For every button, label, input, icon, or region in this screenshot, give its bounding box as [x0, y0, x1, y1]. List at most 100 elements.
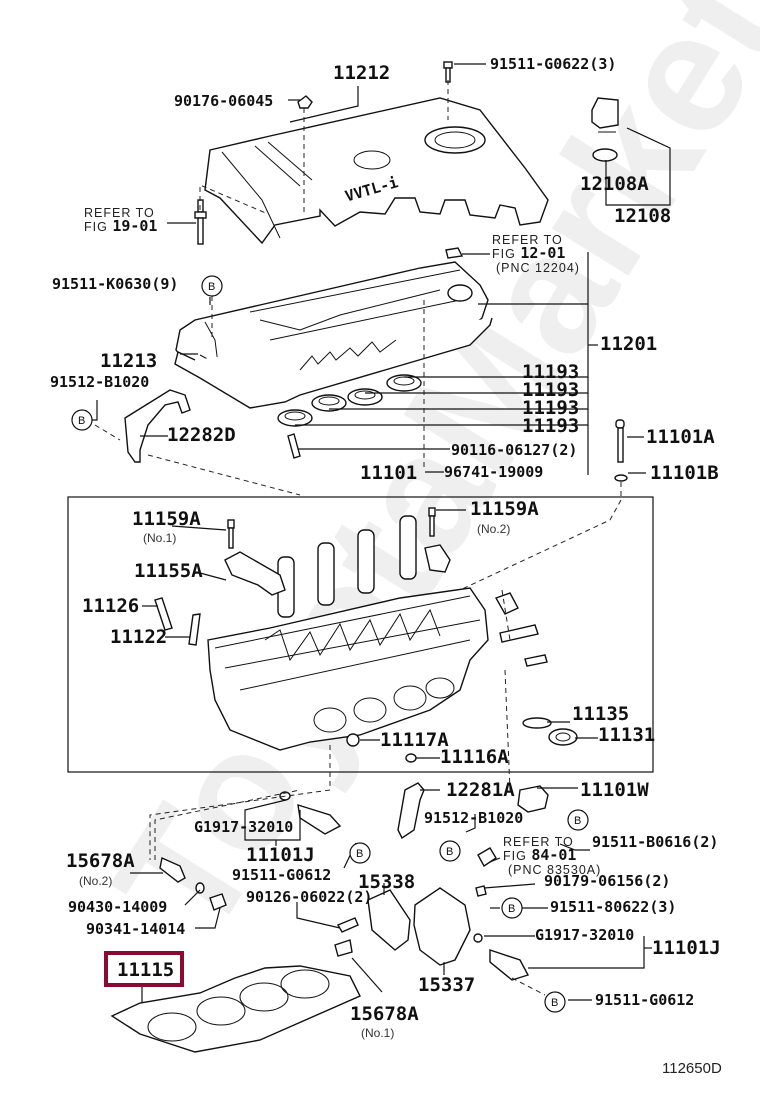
clip-90176-06045[interactable]	[297, 95, 313, 109]
label-91511-80622[interactable]: 91511-80622(3)	[550, 898, 676, 916]
valve-lifters[interactable]	[277, 515, 417, 618]
engine-hanger-12282d[interactable]	[124, 389, 191, 463]
label-g1917-32010-left[interactable]: G1917-32010	[194, 818, 293, 836]
label-11193-1[interactable]: 11193	[522, 361, 579, 383]
camshaft-bearing-cap-11155a[interactable]	[224, 551, 286, 596]
refer-fig-12-01-line1: REFER TO	[492, 233, 563, 247]
label-11135[interactable]: 11135	[572, 703, 629, 725]
label-11213[interactable]: 11213	[100, 350, 157, 372]
plug-90341[interactable]	[209, 893, 227, 911]
label-11159a-no1[interactable]: 11159A	[132, 508, 201, 530]
svg-text:B: B	[551, 997, 558, 1009]
plug-11117a[interactable]	[346, 733, 360, 747]
label-11193-2[interactable]: 11193	[522, 379, 579, 401]
label-11115[interactable]: 11115	[117, 959, 174, 981]
camshaft-parts-right[interactable]	[494, 592, 548, 667]
label-91512-b1020-top[interactable]: 91512-B1020	[50, 373, 149, 391]
marker-b-7: B	[544, 991, 566, 1013]
bolts-11159a[interactable]	[227, 507, 436, 549]
marker-b-1: B	[201, 275, 223, 297]
label-11155a[interactable]: 11155A	[134, 560, 203, 582]
engine-cover-drawing[interactable]: VVTL-i	[204, 97, 549, 245]
plug-11116a[interactable]	[405, 753, 417, 763]
sensor-fig-12-01[interactable]	[445, 247, 464, 259]
label-11126[interactable]: 11126	[82, 595, 139, 617]
highlight-frame	[104, 951, 184, 987]
valve-guides[interactable]	[154, 597, 201, 646]
nut-90179[interactable]	[475, 885, 487, 897]
label-11101a[interactable]: 11101A	[646, 426, 715, 448]
label-g1917-32010-right[interactable]: G1917-32010	[535, 926, 634, 944]
label-91511-g0612-left[interactable]: 91511-G0612	[232, 866, 331, 884]
cylinder-head-cover-drawing[interactable]	[174, 261, 493, 409]
label-11193-3[interactable]: 11193	[522, 397, 579, 419]
refer-fig-84-01-line1: REFER TO	[503, 835, 574, 849]
refer-fig-12-01-line2[interactable]: FIG 12-01	[492, 244, 565, 262]
sensor-fig-84-01[interactable]	[477, 847, 497, 868]
label-90179-06156[interactable]: 90179-06156(2)	[544, 872, 670, 890]
label-12108a[interactable]: 12108A	[580, 173, 649, 195]
label-11193-4[interactable]: 11193	[522, 415, 579, 437]
oil-filter-bracket-15337[interactable]	[413, 887, 471, 966]
refer-fig-12-01-pnc: (PNC 12204)	[496, 261, 580, 275]
bolt-markers: B B B B B B B	[71, 275, 589, 1013]
label-15678a-no2[interactable]: 15678A	[66, 850, 135, 872]
label-11201[interactable]: 11201	[600, 333, 657, 355]
gasket-15338[interactable]	[367, 889, 411, 951]
bolt-11101a[interactable]	[614, 419, 628, 482]
label-90341-14014[interactable]: 90341-14014	[86, 920, 185, 938]
label-90116-06127[interactable]: 90116-06127(2)	[451, 441, 577, 459]
label-11116a[interactable]: 11116A	[440, 746, 509, 768]
label-91512-b1020-bottom[interactable]: 91512-B1020	[424, 809, 523, 827]
cylinder-head-gasket-11115[interactable]	[110, 965, 361, 1053]
part-labels: 11212 90176-06045 91511-G0622(3) 12108A …	[50, 55, 722, 1077]
marker-b-4: B	[439, 840, 461, 862]
label-12108[interactable]: 12108	[614, 205, 671, 227]
label-15338[interactable]: 15338	[358, 871, 415, 893]
label-11101w[interactable]: 11101W	[580, 779, 649, 801]
seal-11135-11131[interactable]	[522, 717, 578, 746]
figure-number: 112650D	[662, 1060, 722, 1077]
cam-position-sensor-11101w[interactable]	[517, 785, 549, 813]
svg-text:B: B	[446, 846, 453, 858]
refer-fig-19-01-line1: REFER TO	[84, 206, 155, 220]
label-15678a-no1[interactable]: 15678A	[350, 1003, 419, 1025]
label-11101j-left[interactable]: 11101J	[246, 844, 315, 866]
camshaft-bearing-cap-no2[interactable]	[424, 544, 451, 573]
label-90126-06022[interactable]: 90126-06022(2)	[246, 888, 372, 906]
oil-filler-cap[interactable]	[591, 97, 619, 162]
engine-hanger-12281a[interactable]	[397, 782, 425, 840]
label-11101j-right[interactable]: 11101J	[652, 937, 721, 959]
label-91511-k0630[interactable]: 91511-K0630(9)	[52, 275, 178, 293]
stud-90116[interactable]	[287, 433, 301, 459]
label-91511-g0612-right[interactable]: 91511-G0612	[595, 991, 694, 1009]
label-12282d[interactable]: 12282D	[167, 424, 236, 446]
label-11101[interactable]: 11101	[360, 462, 417, 484]
spark-plug-tube-gaskets[interactable]	[277, 374, 422, 427]
label-91511-g0622[interactable]: 91511-G0622(3)	[490, 55, 616, 73]
label-12281a[interactable]: 12281A	[446, 779, 515, 801]
label-15678a-no1-sub: (No.1)	[361, 1026, 394, 1040]
label-11131[interactable]: 11131	[598, 724, 655, 746]
label-91511-b0616[interactable]: 91511-B0616(2)	[592, 833, 718, 851]
bolt-91511-g0622[interactable]	[443, 61, 453, 83]
label-96741-19009[interactable]: 96741-19009	[444, 463, 543, 481]
gasket-90430[interactable]	[195, 882, 205, 894]
cylinder-head-drawing[interactable]	[207, 587, 489, 751]
highlighted-part-11115[interactable]: 11115	[104, 951, 184, 987]
label-15337[interactable]: 15337	[418, 974, 475, 996]
oil-control-valve-11101j-right[interactable]	[473, 933, 530, 981]
union-15678a[interactable]	[159, 857, 359, 957]
label-11212[interactable]: 11212	[333, 62, 390, 84]
label-11122[interactable]: 11122	[110, 626, 167, 648]
cylinder-head-subassembly-frame	[67, 496, 654, 773]
refer-fig-19-01-line2[interactable]: FIG 19-01	[84, 217, 157, 235]
label-90176-06045[interactable]: 90176-06045	[174, 92, 273, 110]
refer-fig-84-01-line2[interactable]: FIG 84-01	[503, 846, 576, 864]
label-11101b[interactable]: 11101B	[650, 462, 719, 484]
label-11117a[interactable]: 11117A	[380, 729, 449, 751]
label-90430-14009[interactable]: 90430-14009	[68, 898, 167, 916]
label-11159a-no2[interactable]: 11159A	[470, 498, 539, 520]
svg-text:B: B	[78, 415, 85, 427]
